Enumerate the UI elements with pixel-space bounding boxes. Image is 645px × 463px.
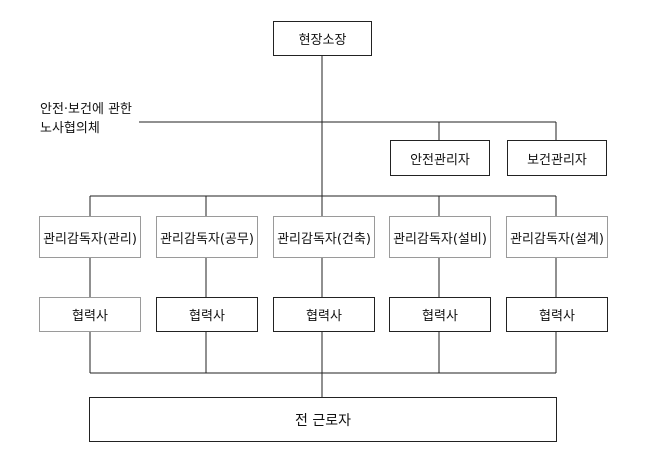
council-label-line-1: 안전·보건에 관한 bbox=[40, 102, 132, 117]
all-workers-label: 전 근로자 bbox=[295, 412, 351, 429]
partner-box-1: 협력사 bbox=[39, 297, 141, 332]
partner-label: 협력사 bbox=[72, 309, 108, 324]
site-manager-box: 현장소장 bbox=[273, 21, 372, 56]
partner-label: 협력사 bbox=[539, 309, 575, 324]
supervisor-box-public-works: 관리감독자(공무) bbox=[156, 216, 258, 258]
supervisor-label: 관리감독자(관리) bbox=[43, 231, 137, 247]
partner-box-4: 협력사 bbox=[389, 297, 491, 332]
health-manager-box: 보건관리자 bbox=[507, 140, 607, 176]
site-manager-label: 현장소장 bbox=[298, 33, 347, 48]
supervisor-box-facilities: 관리감독자(설비) bbox=[389, 216, 491, 258]
supervisor-label: 관리감독자(설비) bbox=[393, 231, 487, 247]
partner-box-3: 협력사 bbox=[273, 297, 375, 332]
health-manager-label: 보건관리자 bbox=[527, 152, 587, 168]
safety-manager-box: 안전관리자 bbox=[390, 140, 490, 176]
supervisor-label: 관리감독자(공무) bbox=[160, 231, 254, 247]
partner-label: 협력사 bbox=[422, 309, 458, 324]
supervisor-box-design: 관리감독자(설계) bbox=[506, 216, 608, 258]
supervisor-label: 관리감독자(건축) bbox=[277, 231, 371, 247]
supervisor-box-architecture: 관리감독자(건축) bbox=[273, 216, 375, 258]
partner-label: 협력사 bbox=[189, 309, 225, 324]
partner-box-2: 협력사 bbox=[156, 297, 258, 332]
safety-manager-label: 안전관리자 bbox=[410, 152, 470, 168]
labor-management-council: 안전·보건에 관한 노사협의체 bbox=[40, 100, 132, 138]
supervisor-box-admin: 관리감독자(관리) bbox=[39, 216, 141, 258]
partner-label: 협력사 bbox=[306, 309, 342, 324]
partner-box-5: 협력사 bbox=[506, 297, 608, 332]
council-label-line-2: 노사협의체 bbox=[40, 121, 100, 136]
all-workers-box: 전 근로자 bbox=[89, 397, 557, 442]
supervisor-label: 관리감독자(설계) bbox=[510, 231, 604, 247]
